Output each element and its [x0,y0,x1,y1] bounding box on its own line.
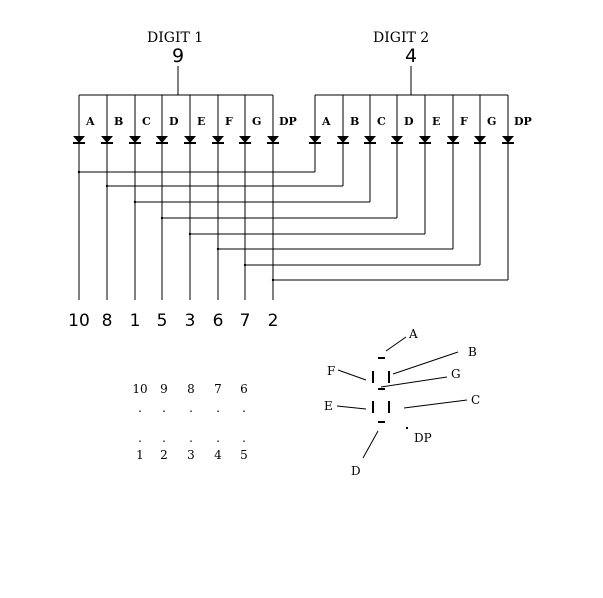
grid-bottom-pin-3: 3 [187,448,195,462]
digit2-diode-c [364,95,376,202]
digit1-segment-label-d: D [169,115,179,128]
grid-bottom-dot: . [189,431,193,445]
digit2-segment-label-b: B [350,115,359,128]
grid-top-dot: . [242,401,246,415]
leader-f [337,369,367,381]
digit1-segment-label-b: B [114,115,123,128]
legend-label-f: F [327,364,335,378]
grid-top-pin-7: 7 [214,382,222,396]
grid-bottom-dot: . [138,431,142,445]
digit2-diode-f [447,95,459,249]
digit2-segment-label-g: G [487,115,496,128]
digit2-segment-label-a: A [321,115,331,128]
digit2-segment-label-c: C [377,115,386,128]
legend-label-a: A [408,327,418,341]
digit1-diode-e [184,95,196,300]
digit2-diode-b [337,95,349,186]
digit1-diodes: A B C D E F G DP [73,95,297,300]
digit2-diodes: A B C D E F G DP [309,95,532,280]
grid-top-dot: . [162,401,166,415]
digit1-diode-c [129,95,141,300]
grid-bottom-dot: . [162,431,166,445]
digit1-diode-g [239,95,251,300]
digit2-diode-g [474,95,486,265]
leader-e [336,405,367,410]
legend-label-c: C [471,393,480,407]
leader-c [403,399,468,409]
pin-label-7: 7 [240,311,251,331]
pin-label-10: 10 [68,311,90,331]
segment-legend: A B G C F E DP D [324,327,480,478]
pin-label-1: 1 [130,311,141,331]
digit2-title: DIGIT 2 [373,30,429,46]
legend-label-b: B [468,345,477,359]
digit2-segment-label-f: F [460,115,468,128]
digit1-diode-dp [267,95,279,300]
segment-dp-mark [406,427,408,429]
digit2-common-pin: 4 [405,45,417,67]
digit2-segment-label-dp: DP [514,115,532,128]
legend-label-d: D [351,464,361,478]
grid-top-dot: . [189,401,193,415]
pin-label-5: 5 [157,311,168,331]
digit1-title: DIGIT 1 [147,30,203,46]
grid-bottom-pin-5: 5 [240,448,248,462]
digit2-diode-a [309,95,321,172]
digit1-diode-a [73,95,85,300]
legend-label-g: G [451,367,461,381]
digit1-segment-label-f: F [225,115,233,128]
digit1-common-pin: 9 [172,45,184,67]
pin-label-6: 6 [213,311,224,331]
digit1-diode-d [156,95,168,300]
grid-top-pin-6: 6 [240,382,248,396]
legend-label-dp: DP [414,431,432,445]
grid-top-pin-9: 9 [160,382,168,396]
grid-top-dot: . [216,401,220,415]
grid-top-pin-8: 8 [187,382,195,396]
digit1-segment-label-g: G [252,115,261,128]
leader-a [385,336,407,352]
digit2-diode-d [391,95,403,218]
digit1-diode-b [101,95,113,300]
digit1-segment-label-c: C [142,115,151,128]
pin-layout-grid: 10. 9. 8. 7. 6.. 1. 2. 3. 4. 5 [132,382,247,462]
leader-g [380,376,448,388]
grid-bottom-pin-2: 2 [160,448,168,462]
pin-label-3: 3 [185,311,196,331]
digit2-diode-e [419,95,431,234]
digit1-segment-label-a: A [85,115,95,128]
leader-d [362,430,379,459]
legend-label-e: E [324,399,333,413]
pin-label-2: 2 [268,311,279,331]
leader-b [392,351,459,375]
cross-wiring [77,170,508,282]
grid-top-pin-10: 10 [132,382,147,396]
pin-label-8: 8 [102,311,113,331]
grid-bottom-pin-4: 4 [214,448,222,462]
digit2-segment-label-e: E [432,115,440,128]
grid-bottom-pin-1: 1 [136,448,144,462]
digit1-segment-label-e: E [197,115,205,128]
digit1-diode-f [212,95,224,300]
digit2-segment-label-d: D [404,115,414,128]
grid-bottom-dot: . [242,431,246,445]
grid-bottom-dot: . [216,431,220,445]
digit1-segment-label-dp: DP [279,115,297,128]
digit2-diode-dp [502,95,514,280]
grid-top-dot: . [138,401,142,415]
